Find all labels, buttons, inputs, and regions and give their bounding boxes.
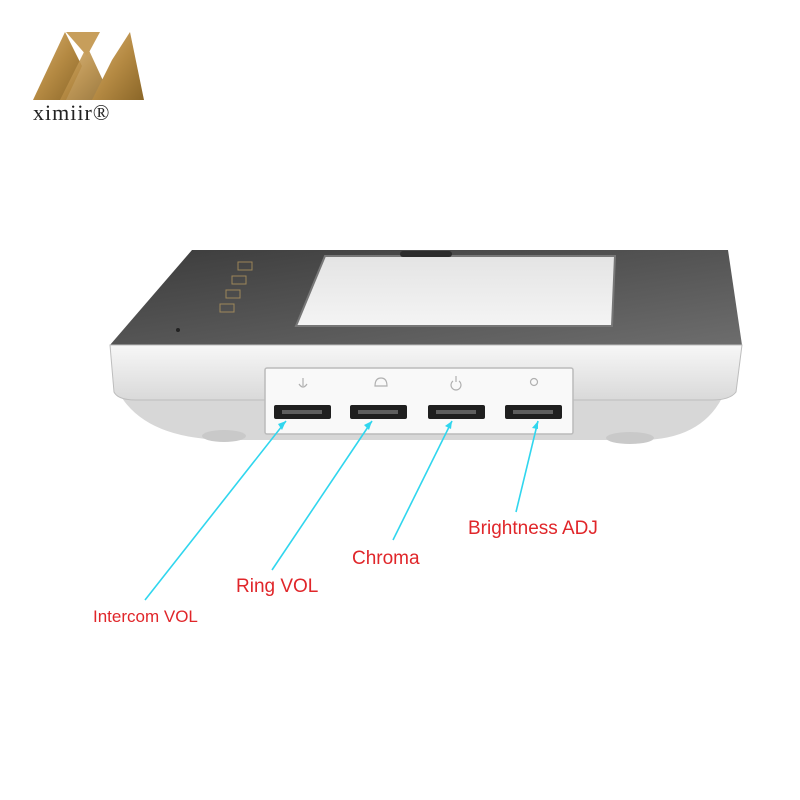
control-panel <box>264 367 574 435</box>
leader-line-chroma <box>392 420 453 541</box>
sun-icon <box>529 377 539 387</box>
display-screen <box>294 255 617 327</box>
bell-icon <box>374 377 388 387</box>
talk-icon <box>298 378 308 388</box>
brand-name: ximiir® <box>33 100 111 125</box>
leader-line-ring <box>271 420 373 571</box>
leader-line-brightness <box>515 420 539 513</box>
callout-brightness-adj: Brightness ADJ <box>468 518 598 539</box>
power-icon <box>450 376 462 391</box>
callout-intercom-vol: Intercom VOL <box>93 607 198 626</box>
leader-line-intercom <box>144 420 287 601</box>
callout-ring-vol: Ring VOL <box>236 576 319 597</box>
callout-chroma: Chroma <box>352 548 420 569</box>
